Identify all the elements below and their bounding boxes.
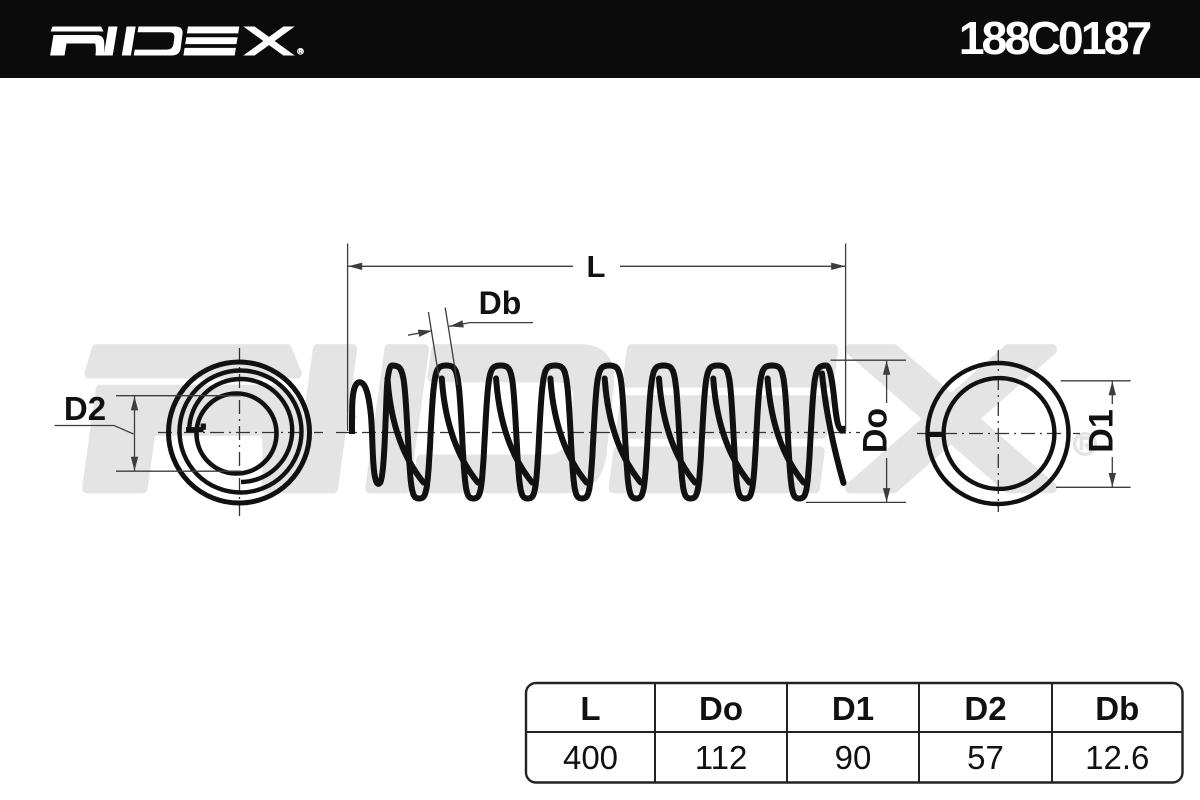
svg-text:D2: D2 [964, 690, 1006, 727]
svg-text:D1: D1 [1082, 409, 1120, 452]
svg-text:L: L [587, 249, 606, 284]
svg-text:188C0187: 188C0187 [959, 12, 1151, 64]
svg-text:57: 57 [967, 739, 1004, 776]
svg-text:Do: Do [699, 690, 743, 727]
svg-text:112: 112 [695, 739, 748, 776]
svg-text:D1: D1 [832, 690, 874, 727]
svg-text:12.6: 12.6 [1085, 739, 1149, 776]
svg-text:Db: Db [1095, 690, 1139, 727]
svg-text:D2: D2 [64, 390, 106, 427]
svg-text:400: 400 [563, 739, 618, 776]
svg-text:L: L [580, 690, 600, 727]
svg-text:Do: Do [857, 408, 895, 453]
svg-text:Db: Db [479, 285, 522, 321]
svg-text:90: 90 [835, 739, 872, 776]
